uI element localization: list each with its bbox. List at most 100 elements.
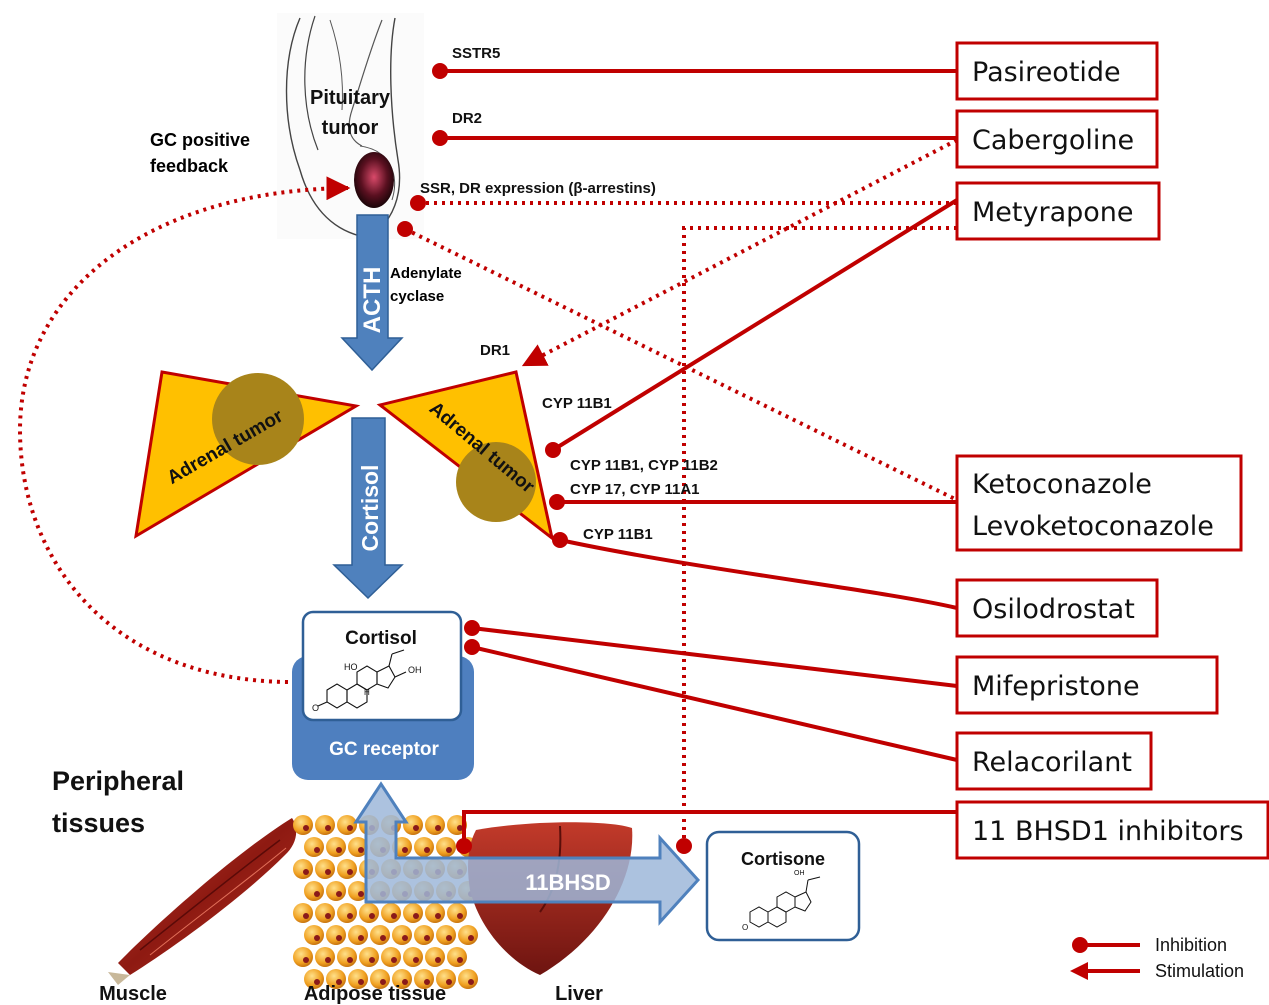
dr1-label: DR1 [480, 342, 510, 359]
muscle-illustration [108, 818, 297, 985]
adipose-nucleus [358, 847, 364, 853]
adipose-cell [293, 859, 313, 879]
struct-oh: OH [408, 665, 422, 675]
adipose-nucleus [369, 913, 375, 919]
adipose-cell [403, 903, 423, 923]
adipose-cell [337, 947, 357, 967]
adipose-nucleus [336, 979, 342, 985]
tissues-heading-line2: tissues [52, 808, 145, 838]
adipose-nucleus [402, 847, 408, 853]
osilodrostat-label: Osilodrostat [972, 594, 1135, 625]
adipose-cell [458, 969, 478, 989]
legend [1070, 937, 1140, 980]
adipose-nucleus [347, 913, 353, 919]
adipose-cell [337, 815, 357, 835]
adipose-nucleus [314, 847, 320, 853]
adipose-nucleus [457, 913, 463, 919]
adipose-nucleus [413, 957, 419, 963]
adipose-cell [403, 947, 423, 967]
adenylate-line1: Adenylate [390, 265, 462, 282]
adipose-cell [293, 815, 313, 835]
adipose-nucleus [402, 935, 408, 941]
bhsd-arrow [353, 781, 701, 926]
cortisone-o: O [742, 923, 748, 932]
adipose-nucleus [391, 957, 397, 963]
adipose-cell [370, 925, 390, 945]
cortisol-structure-icon [317, 649, 407, 709]
adipose-nucleus [446, 935, 452, 941]
adipose-nucleus [457, 825, 463, 831]
adipose-cell [359, 947, 379, 967]
mifepristone-label: Mifepristone [972, 671, 1140, 702]
adipose-cell [315, 859, 335, 879]
adrenal-left [134, 370, 361, 539]
adipose-nucleus [413, 913, 419, 919]
adipose-cell [425, 815, 445, 835]
adipose-cell [447, 903, 467, 923]
adipose-nucleus [303, 957, 309, 963]
cortisol-box [301, 610, 463, 722]
relacorilant-line [471, 645, 958, 762]
adipose-nucleus [435, 913, 441, 919]
adipose-nucleus [380, 979, 386, 985]
struct-o: O [312, 703, 319, 713]
struct-ho: HO [344, 662, 358, 672]
adipose-nucleus [303, 869, 309, 875]
muscle-label: Muscle [99, 983, 167, 1005]
adipose-nucleus [424, 847, 430, 853]
cyp-b-line2: CYP 17, CYP 11A1 [570, 481, 700, 498]
adipose-cell [304, 881, 324, 901]
adipose-nucleus [325, 957, 331, 963]
bhsd1-box [955, 800, 1269, 860]
adipose-nucleus [314, 979, 320, 985]
adipose-nucleus [347, 869, 353, 875]
adrenal-right [376, 370, 555, 542]
adipose-cell [414, 925, 434, 945]
metyrapone-dotted [682, 226, 957, 846]
adipose-nucleus [325, 869, 331, 875]
adipose-cell [326, 925, 346, 945]
adipose-cell [337, 859, 357, 879]
adipose-cell [326, 881, 346, 901]
pasireotide-label: Pasireotide [972, 57, 1121, 88]
cyp-b-line1: CYP 11B1, CYP 11B2 [570, 457, 718, 474]
adipose-nucleus [358, 891, 364, 897]
bhsd1-line [462, 810, 957, 846]
acth-label: ACTH [359, 267, 386, 334]
adipose-nucleus [402, 979, 408, 985]
adipose-nucleus [446, 979, 452, 985]
adipose-cell [381, 903, 401, 923]
adipose-label: Adipose tissue [304, 983, 446, 1005]
adipose-nucleus [358, 935, 364, 941]
cortisone-title: Cortisone [741, 849, 825, 869]
adipose-nucleus [413, 825, 419, 831]
adipose-nucleus [457, 957, 463, 963]
adipose-nucleus [468, 935, 474, 941]
levoketoconazole-label: Levoketoconazole [972, 511, 1214, 542]
metyrapone-box [955, 181, 1161, 241]
mifepristone-line [471, 626, 958, 688]
adipose-cell [425, 903, 445, 923]
metyrapone-line [551, 198, 959, 452]
adenylate-line2: cyclase [390, 288, 444, 305]
adipose-nucleus [468, 979, 474, 985]
adipose-nucleus [358, 979, 364, 985]
ketoconazole-box [955, 454, 1243, 552]
adipose-cell [315, 903, 335, 923]
cyp-c-label: CYP 11B1 [583, 526, 653, 543]
adipose-nucleus [336, 935, 342, 941]
adipose-nucleus [446, 847, 452, 853]
adipose-nucleus [325, 913, 331, 919]
bhsd1-label: 11 BHSD1 inhibitors [972, 816, 1244, 847]
adipose-cell [293, 947, 313, 967]
dr2-label: DR2 [452, 110, 482, 127]
gc-receptor-label: GC receptor [329, 739, 439, 760]
adipose-cell [436, 837, 456, 857]
adipose-nucleus [336, 847, 342, 853]
osilodrostat-box [955, 578, 1159, 638]
adipose-nucleus [314, 935, 320, 941]
cortisol-arrow-label: Cortisol [357, 465, 383, 552]
pituitary-tumor-mass [354, 152, 394, 208]
tissues-heading-line1: Peripheral [52, 766, 184, 796]
